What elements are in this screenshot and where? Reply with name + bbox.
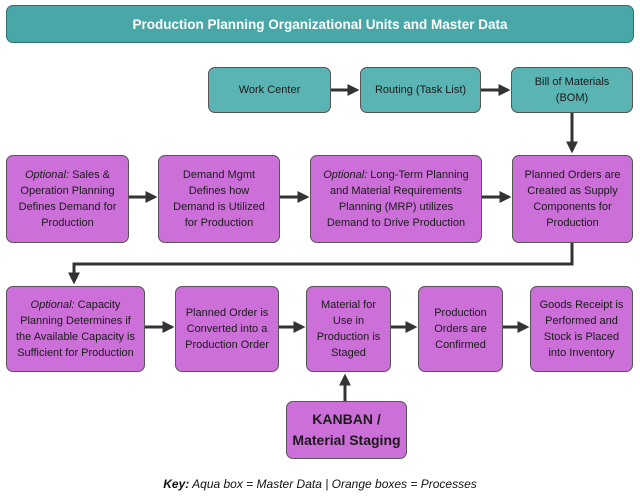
- demand-line1: Demand Mgmt: [182, 169, 256, 181]
- converted-line3: Production Order: [185, 339, 269, 351]
- sop-line3: Defines Demand for: [18, 201, 117, 213]
- kanban-line2: Material Staging: [292, 432, 401, 448]
- legend-key: Key: Aqua box = Master Data | Orange box…: [0, 477, 640, 491]
- material-line4: Staged: [331, 347, 366, 359]
- mrp-line4: Demand to Drive Production: [326, 217, 466, 229]
- confirmed-line2: Orders are: [434, 323, 487, 335]
- mrp-optional-label: Optional:: [323, 169, 368, 181]
- sop-line1: Sales &: [69, 169, 110, 181]
- work-center-label: Work Center: [238, 84, 301, 96]
- capacity-line2: Planning Determines if: [20, 315, 131, 327]
- orders-confirmed-box: Production Orders are Confirmed: [418, 286, 503, 372]
- demand-line2: Defines how: [188, 185, 250, 197]
- kanban-line1: KANBAN /: [312, 411, 381, 427]
- converted-line1: Planned Order is: [185, 307, 269, 319]
- sop-box: Optional: Sales & Operation Planning Def…: [6, 155, 129, 243]
- work-center-box: Work Center: [208, 67, 331, 113]
- converted-order-box: Planned Order is Converted into a Produc…: [175, 286, 279, 372]
- sop-line4: Production: [41, 217, 94, 229]
- legend-key-text: Aqua box = Master Data | Orange boxes = …: [189, 477, 477, 491]
- confirmed-line3: Confirmed: [435, 339, 486, 351]
- arrow-planned-capacity: [68, 243, 574, 285]
- capacity-planning-box: Optional: Capacity Planning Determines i…: [6, 286, 145, 372]
- sop-optional-label: Optional:: [24, 169, 70, 181]
- planned-orders-line2: Created as Supply: [527, 185, 618, 197]
- planned-orders-line4: Production: [546, 217, 599, 229]
- goods-line2: Performed and: [545, 315, 618, 327]
- bom-label-line1: Bill of Materials: [534, 76, 610, 88]
- routing-label: Routing (Task List): [374, 84, 467, 96]
- mrp-box: Optional: Long-Term Planning and Materia…: [310, 155, 482, 243]
- capacity-line4: Sufficient for Production: [17, 347, 134, 359]
- material-staged-box: Material for Use in Production is Staged: [306, 286, 391, 372]
- material-line2: Use in: [332, 315, 365, 327]
- demand-mgmt-box: Demand Mgmt Defines how Demand is Utiliz…: [158, 155, 280, 243]
- mrp-line2: and Material Requirements: [329, 185, 463, 197]
- goods-line4: into Inventory: [548, 347, 615, 359]
- demand-line4: for Production: [184, 217, 254, 229]
- material-line1: Material for: [320, 299, 377, 311]
- planned-orders-line1: Planned Orders are: [524, 169, 621, 181]
- demand-line3: Demand is Utilized: [173, 201, 265, 213]
- mrp-line1: Long-Term Planning: [367, 169, 469, 181]
- mrp-line3: Planning (MRP) utilizes: [338, 201, 454, 213]
- sop-line2: Operation Planning: [20, 185, 115, 197]
- routing-box: Routing (Task List): [360, 67, 481, 113]
- material-line3: Production is: [316, 331, 381, 343]
- capacity-line3: the Available Capacity is: [15, 331, 136, 343]
- goods-line3: Stock is Placed: [543, 331, 620, 343]
- diagram-title: Production Planning Organizational Units…: [6, 5, 634, 43]
- goods-line1: Goods Receipt is: [539, 299, 624, 311]
- converted-line2: Converted into a: [186, 323, 268, 335]
- goods-receipt-box: Goods Receipt is Performed and Stock is …: [530, 286, 633, 372]
- confirmed-line1: Production: [434, 307, 487, 319]
- capacity-optional-label: Optional:: [30, 299, 75, 311]
- bom-box: Bill of Materials (BOM): [511, 67, 633, 113]
- capacity-line1: Capacity: [74, 299, 121, 311]
- planned-orders-line3: Components for: [533, 201, 612, 213]
- legend-key-label: Key:: [163, 477, 190, 491]
- kanban-box: KANBAN / Material Staging: [286, 401, 407, 459]
- bom-label-line2: (BOM): [555, 92, 589, 104]
- planned-orders-box: Planned Orders are Created as Supply Com…: [512, 155, 633, 243]
